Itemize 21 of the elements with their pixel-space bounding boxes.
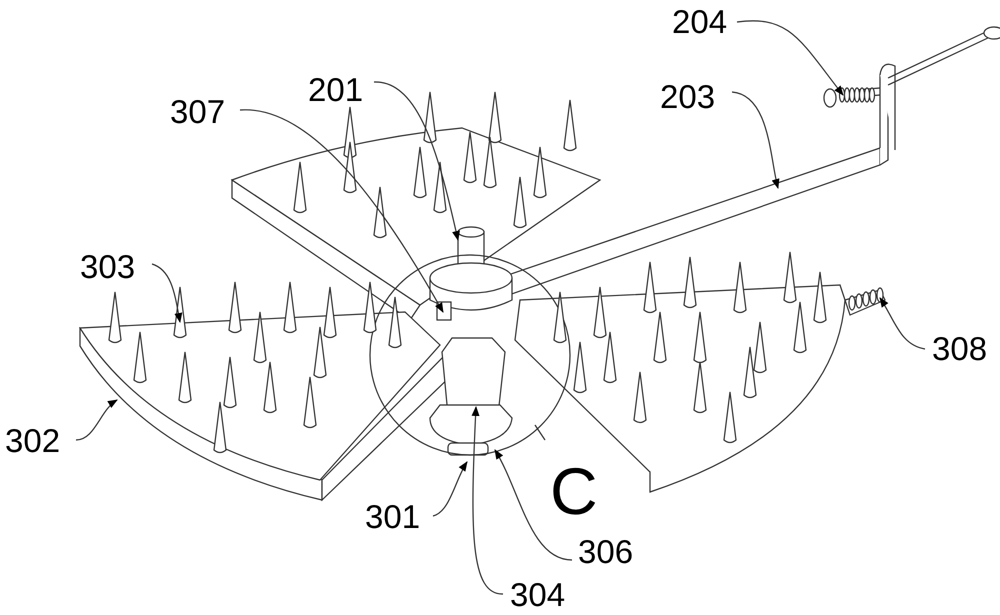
callout-number: 204: [672, 5, 728, 38]
callout-number: 203: [660, 80, 716, 113]
leader-line: [736, 20, 844, 96]
callout-number: 308: [932, 332, 988, 365]
leader-line: [152, 263, 182, 323]
leader-line: [240, 109, 444, 313]
leader-line: [432, 461, 468, 517]
view-letter: C: [550, 458, 598, 524]
callout-number: 303: [80, 250, 136, 283]
callout-number: 307: [170, 95, 226, 128]
callout-number: 201: [308, 73, 364, 106]
leader-line: [472, 406, 504, 595]
leader-line: [732, 91, 780, 189]
leader-line: [374, 81, 460, 241]
leader-line: [76, 399, 118, 441]
leader-line: [879, 297, 926, 350]
callout-number: 306: [578, 535, 634, 568]
callout-number: 301: [365, 500, 420, 533]
callout-number: 302: [5, 424, 60, 457]
callout-number: 304: [510, 578, 566, 611]
leader-line: [494, 449, 572, 561]
